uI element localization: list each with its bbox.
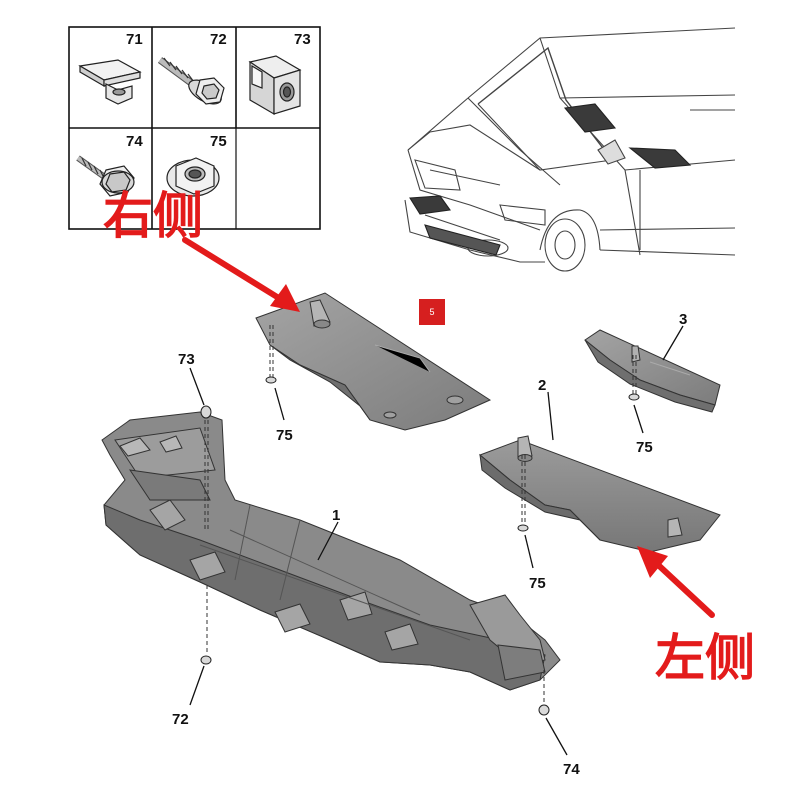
fastener-nuts (200, 376, 640, 716)
fastener-75-right-icon (265, 376, 277, 384)
car-illustration (404, 27, 736, 272)
legend-number-74: 74 (126, 133, 143, 150)
callout-73: 73 (178, 351, 195, 368)
callout-2: 2 (538, 377, 546, 394)
left-side-arrow (637, 546, 715, 618)
flange-screw-icon (157, 57, 225, 105)
shield-2-left (479, 435, 721, 553)
tapping-screw-icon (76, 155, 135, 197)
left-side-label: 左侧 (655, 629, 755, 687)
callout-75-right: 75 (276, 427, 293, 444)
fastener-73-icon (200, 405, 212, 419)
badge-5-label: 5 (429, 307, 434, 317)
fastener-legend: 71 72 73 74 75 (68, 26, 321, 230)
callout-1: 1 (332, 507, 340, 524)
legend-number-71: 71 (126, 31, 143, 48)
callout-72: 72 (172, 711, 189, 728)
legend-number-73: 73 (294, 31, 311, 48)
fastener-74-icon (538, 704, 550, 716)
callout-3: 3 (679, 311, 687, 328)
right-side-label: 右侧 (103, 187, 203, 245)
shield-1-undertray (101, 411, 561, 691)
badge-5: 5 (419, 299, 445, 325)
legend-number-72: 72 (210, 31, 227, 48)
clip-plate-icon (78, 59, 142, 105)
callout-75-mid: 75 (529, 575, 546, 592)
callout-74: 74 (563, 761, 580, 778)
leader-lines (189, 325, 684, 756)
fastener-guides (204, 325, 637, 705)
cage-nut-icon (248, 55, 302, 116)
fastener-72-icon (200, 655, 212, 665)
right-side-arrow (182, 237, 300, 312)
fastener-75-upper-icon (628, 393, 640, 401)
callout-75-upper: 75 (636, 439, 653, 456)
shield-3 (584, 329, 721, 413)
fastener-75-mid-icon (517, 524, 529, 532)
legend-number-75: 75 (210, 133, 227, 150)
flange-nut-icon (166, 157, 220, 197)
shield-5-right (255, 292, 492, 431)
